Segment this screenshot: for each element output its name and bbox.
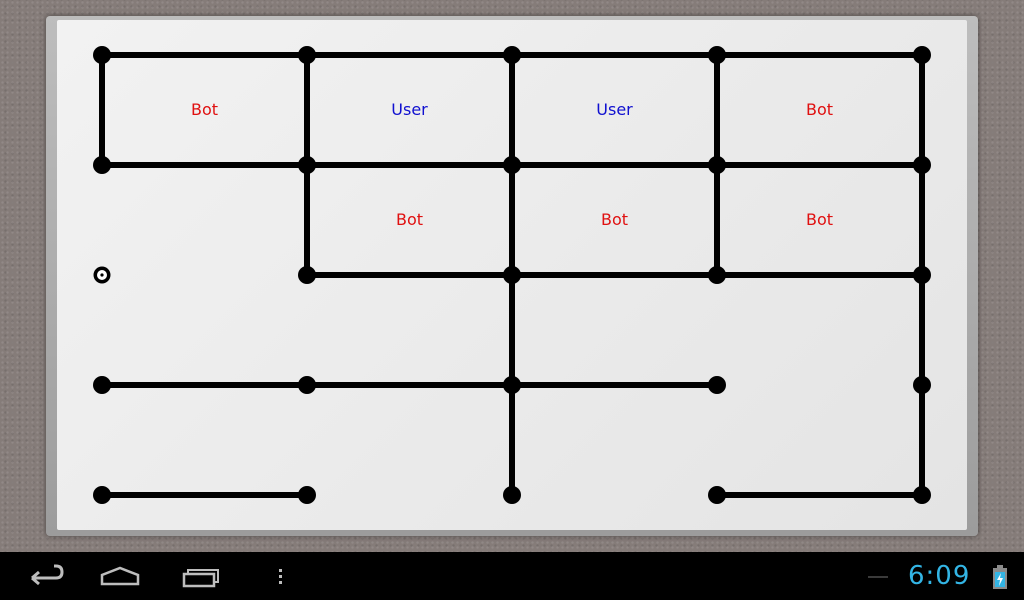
grid-dot[interactable] <box>503 376 521 394</box>
box-owner-bot: Bot <box>805 210 834 229</box>
box-owner-bot: Bot <box>600 210 629 229</box>
overflow-menu-button[interactable] <box>255 552 305 600</box>
grid-dot[interactable] <box>503 266 521 284</box>
grid-dot[interactable] <box>298 46 316 64</box>
grid-dot[interactable] <box>708 156 726 174</box>
back-icon <box>31 564 64 586</box>
grid-dot[interactable] <box>708 486 726 504</box>
system-navigation-bar <box>0 552 1024 600</box>
notification-indicator <box>868 576 888 578</box>
grid-dot[interactable] <box>708 46 726 64</box>
grid-dot[interactable] <box>298 266 316 284</box>
grid-dot[interactable] <box>93 486 111 504</box>
grid-dot[interactable] <box>298 486 316 504</box>
grid-dot[interactable] <box>93 156 111 174</box>
grid-dot[interactable] <box>503 156 521 174</box>
box-owner-user: User <box>391 100 428 119</box>
box-owner-user: User <box>596 100 633 119</box>
recents-button[interactable] <box>170 552 230 600</box>
back-button[interactable] <box>10 552 70 600</box>
grid-dot[interactable] <box>913 266 931 284</box>
selected-dot-center <box>100 273 104 277</box>
grid-dot[interactable] <box>298 156 316 174</box>
home-icon <box>100 566 140 586</box>
battery-charging-icon[interactable] <box>990 564 1010 590</box>
home-button[interactable] <box>90 552 150 600</box>
box-owner-bot: Bot <box>190 100 219 119</box>
box-owner-bot: Bot <box>805 100 834 119</box>
edges-layer <box>99 52 925 498</box>
status-clock[interactable]: 6:09 <box>908 561 971 591</box>
grid-dot[interactable] <box>93 46 111 64</box>
grid-dot[interactable] <box>913 156 931 174</box>
grid-dot[interactable] <box>708 376 726 394</box>
grid-dot[interactable] <box>298 376 316 394</box>
box-owner-bot: Bot <box>395 210 424 229</box>
grid-dot[interactable] <box>503 486 521 504</box>
grid-dot[interactable] <box>708 266 726 284</box>
dots-and-boxes-grid[interactable] <box>0 0 1024 552</box>
grid-dot[interactable] <box>913 486 931 504</box>
grid-dot[interactable] <box>913 376 931 394</box>
grid-dot[interactable] <box>913 46 931 64</box>
overflow-menu-icon <box>279 569 282 584</box>
recents-icon <box>182 569 219 588</box>
dots-layer <box>93 46 931 504</box>
grid-dot[interactable] <box>503 46 521 64</box>
grid-dot[interactable] <box>93 376 111 394</box>
